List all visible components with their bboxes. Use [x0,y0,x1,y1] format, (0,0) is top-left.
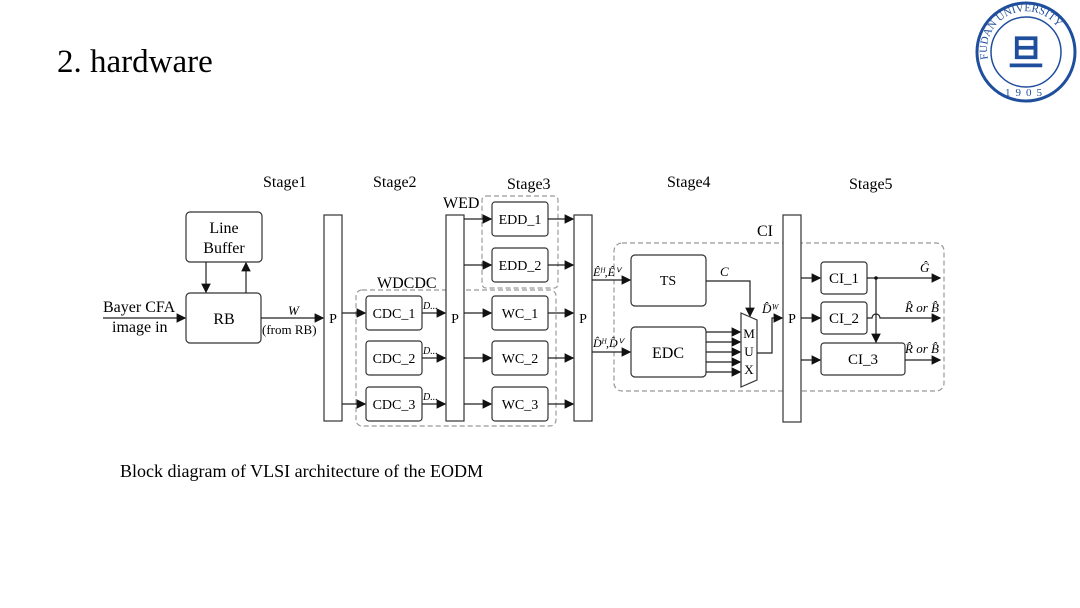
svg-text:P: P [329,312,337,327]
output-g-label: Ĝ [920,260,930,275]
cdc-3-block: CDC_3 [365,386,423,422]
svg-text:P: P [451,312,459,327]
rb-label: RB [213,311,234,328]
wed-group [481,195,559,289]
e-hv-label: Êᴴ,Êⱽ [592,265,623,279]
ci-label: CI [757,223,773,240]
w-label: W [288,303,300,318]
svg-text:旦: 旦 [1008,33,1044,73]
svg-text:EDC: EDC [652,345,684,362]
pipeline-register-2: P [445,214,465,422]
c-label: C [720,264,729,279]
stage1-label: Stage1 [263,174,307,191]
svg-text:EDD_2: EDD_2 [499,259,542,274]
svg-text:TS: TS [660,274,676,289]
figure-caption: Block diagram of VLSI architecture of th… [120,461,484,481]
fudan-university-logo: FUDAN UNIVERSITY 1905 旦 [975,1,1077,103]
wc-3-block: WC_3 [491,386,549,422]
output-rb-label-1: R̂ or B̂ [904,300,939,315]
svg-text:CDC_2: CDC_2 [373,352,416,367]
stage2-label: Stage2 [373,174,417,191]
dw-label: D̂ᵂ [761,301,779,316]
pipeline-register-1: P [323,214,343,422]
wdcdc-label: WDCDC [377,275,437,292]
svg-text:WC_1: WC_1 [502,307,539,322]
svg-text:P: P [579,312,587,327]
wc-2-block: WC_2 [491,340,549,376]
svg-text:CI_3: CI_3 [848,352,878,368]
ts-block: TS [630,254,707,307]
edd-2-block: EDD_2 [491,247,549,283]
wc-1-block: WC_1 [491,295,549,331]
input-label-2: image in [112,319,168,336]
line-buffer-label: Line [209,220,238,237]
cdc-1-block: CDC_1 [365,295,423,331]
svg-text:WC_3: WC_3 [502,398,539,413]
pipeline-register-4: P [782,214,802,423]
mux-block: M U X [740,312,758,388]
output-rb-label-2: R̂ or B̂ [904,341,939,356]
edd-1-block: EDD_1 [491,201,549,237]
d-label-1: D... [422,301,438,312]
line-buffer-label-2: Buffer [203,240,245,257]
d-hv-label: D̂ᴴ,D̂ⱽ [592,336,626,350]
stage3-label: Stage3 [507,176,551,193]
pipeline-register-3: P [573,214,593,422]
wed-label: WED [443,195,479,212]
svg-text:WC_2: WC_2 [502,352,539,367]
w-from-label: (from RB) [262,322,317,337]
ci-2-block: CI_2 [820,301,868,335]
svg-text:CDC_1: CDC_1 [373,307,416,322]
svg-text:1905: 1905 [1005,87,1047,99]
svg-text:X: X [744,362,754,377]
stage5-label: Stage5 [849,176,893,193]
svg-text:CI_1: CI_1 [829,271,859,287]
slide-title: 2. hardware [57,44,213,80]
svg-text:U: U [744,344,754,359]
stage4-label: Stage4 [667,174,711,191]
edc-block: EDC [630,326,707,378]
ci-3-block: CI_3 [820,342,906,376]
line-buffer-block [185,211,263,263]
svg-text:EDD_1: EDD_1 [499,213,542,228]
cdc-2-block: CDC_2 [365,340,423,376]
svg-text:CI_2: CI_2 [829,311,859,327]
input-label: Bayer CFA [103,299,176,316]
d-label-2: D... [422,346,438,357]
ci-1-block: CI_1 [820,261,868,295]
d-label-3: D... [422,392,438,403]
ci-group [613,242,945,392]
svg-text:CDC_3: CDC_3 [373,398,416,413]
svg-text:P: P [788,312,796,327]
svg-text:M: M [743,326,755,341]
